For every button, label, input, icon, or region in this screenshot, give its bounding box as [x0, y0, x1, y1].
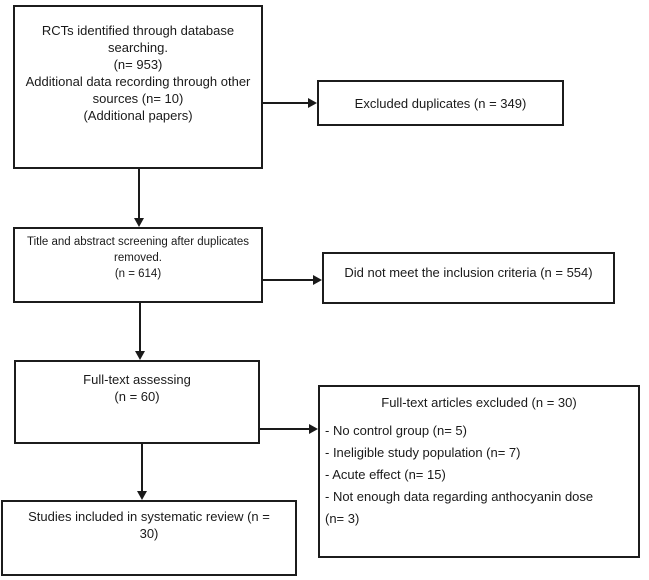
box-text-line: Studies included in systematic review (n…	[28, 509, 270, 524]
excluded-reason-item: - Ineligible study population (n= 7)	[325, 445, 521, 460]
box-screening: Title and abstract screening after dupli…	[13, 227, 263, 303]
box-studies-included: Studies included in systematic review (n…	[1, 500, 297, 576]
arrow-down-identification-to-screening-icon	[134, 169, 144, 227]
excluded-reason-item: - Not enough data regarding anthocyanin …	[325, 489, 594, 504]
box-identification: RCTs identified through database searchi…	[13, 5, 263, 169]
box-text-line: Title and abstract screening after dupli…	[26, 236, 250, 248]
excluded-reason-item: - No control group (n= 5)	[325, 423, 467, 438]
box-text-line: (Additional papers)	[83, 108, 193, 123]
box-text-line: searching.	[108, 40, 168, 55]
box-fulltext-excluded: Full-text articles excluded (n = 30) - N…	[318, 385, 640, 558]
box-did-not-meet-criteria: Did not meet the inclusion criteria (n =…	[322, 252, 615, 304]
excluded-reason-item: - Acute effect (n= 15)	[325, 467, 446, 482]
box-text-line: sources (n= 10)	[92, 91, 184, 106]
arrow-down-fulltext-to-included-icon	[137, 444, 147, 500]
box-text-line: Full-text assessing	[83, 372, 191, 387]
box-text-line: (n = 60)	[114, 389, 160, 404]
box-text-line: Excluded duplicates (n = 349)	[354, 95, 527, 111]
box-heading: Full-text articles excluded (n = 30)	[381, 395, 577, 410]
box-text-line: (n = 614)	[114, 268, 162, 280]
box-excluded-duplicates: Excluded duplicates (n = 349)	[317, 80, 564, 126]
box-text-line: Did not meet the inclusion criteria (n =…	[344, 265, 593, 280]
box-fulltext-assessing: Full-text assessing (n = 60)	[14, 360, 260, 444]
box-text-line: RCTs identified through database	[41, 23, 235, 38]
arrow-down-screening-to-fulltext-icon	[135, 303, 145, 360]
box-text-line: (n= 953)	[113, 57, 163, 72]
box-text-line: 30)	[139, 526, 159, 541]
arrow-right-to-fulltext-excluded-icon	[260, 424, 318, 434]
arrow-right-to-did-not-meet-icon	[263, 275, 322, 285]
excluded-reason-item-continuation: (n= 3)	[325, 511, 360, 526]
box-text-line: removed.	[114, 252, 162, 264]
arrow-right-to-excluded-duplicates-icon	[263, 98, 317, 108]
box-text-line: Additional data recording through other	[25, 74, 251, 89]
